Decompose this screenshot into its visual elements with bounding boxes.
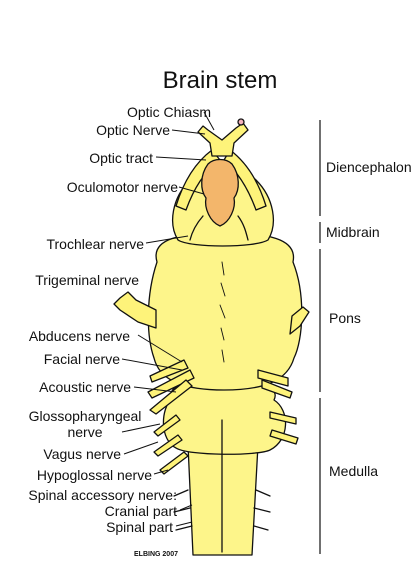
lower-nerve-roots-right [257,369,293,399]
region-midbrain: Midbrain [326,224,380,240]
leader-lines [121,111,215,527]
label-trochlear-nerve: Trochlear nerve [46,236,144,252]
label-acoustic-nerve: Acoustic nerve [39,379,131,395]
oculomotor-nerve-left [189,215,204,241]
region-diencephalon: Diencephalon [326,159,412,175]
region-medulla: Medulla [329,463,378,479]
artist-signature: ELBING 2007 [134,551,178,558]
label-optic-nerve: Optic Nerve [96,122,170,138]
region-labels: Diencephalon Midbrain Pons Medulla [326,159,412,479]
label-optic-tract: Optic tract [89,150,153,166]
label-trigeminal-nerve: Trigeminal nerve [35,272,139,288]
label-oculomotor-nerve: Oculomotor nerve [67,179,178,195]
label-hypoglossal-nerve: Hypoglossal nerve [37,467,152,483]
spinal-accessory-roots [173,489,271,531]
label-glossopharyngeal-2: nerve [67,424,102,440]
label-cranial-part: Cranial part [105,503,177,519]
label-glossopharyngeal-1: Glossopharyngeal [29,408,142,424]
lower-nerve-roots-left [147,359,195,415]
spinal-cord [187,444,259,556]
medulla-nerves-right [269,411,299,445]
label-spinal-accessory: Spinal accessory nerve: [28,487,177,503]
tuber-cinereum [201,158,239,227]
trigeminal-nerve-left [113,291,157,329]
label-vagus-nerve: Vagus nerve [43,446,121,462]
brain-stem-illustration [113,118,310,556]
optic-nerve-tip [237,118,245,126]
label-abducens-nerve: Abducens nerve [29,328,130,344]
label-spinal-part: Spinal part [106,519,173,535]
left-labels: Optic Chiasm Optic Nerve Optic tract Ocu… [28,104,211,535]
label-optic-chiasm: Optic Chiasm [127,104,211,120]
medulla-nerves-left [153,414,189,475]
label-facial-nerve: Facial nerve [44,351,120,367]
pons-midline [219,261,226,363]
oculomotor-nerve-right [237,215,249,241]
diagram-title: Brain stem [163,67,278,94]
region-pons: Pons [329,310,361,326]
optic-chiasm [197,122,249,157]
trigeminal-nerve-right [289,306,310,335]
